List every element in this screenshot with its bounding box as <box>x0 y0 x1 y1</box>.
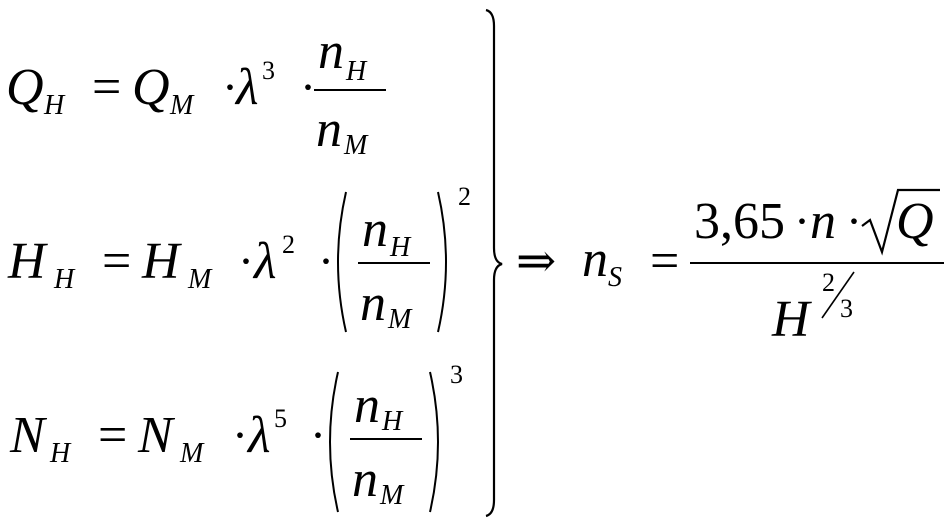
multiplication-dot: · <box>238 235 254 288</box>
multiplication-dot: · <box>222 61 238 114</box>
denominator-variable: n <box>352 451 378 508</box>
equals-sign: = <box>92 59 122 116</box>
rhs-subscript: M <box>170 90 194 121</box>
denominator-variable: n <box>316 101 342 158</box>
fraction-bar <box>350 438 422 440</box>
denominator-subscript: M <box>344 130 368 161</box>
denominator-variable: n <box>360 275 386 332</box>
equals-sign: = <box>650 233 680 290</box>
coefficient: 3,65 <box>694 193 785 250</box>
exponent-denominator: 3 <box>840 294 853 323</box>
numerator-subscript: H <box>346 56 367 87</box>
multiplication-dot: · <box>794 195 810 248</box>
lhs-variable: Q <box>6 59 44 116</box>
fraction-bar <box>690 262 944 264</box>
right-paren-row2 <box>437 191 447 333</box>
numerator-variable: n <box>318 23 344 80</box>
outer-exponent: 3 <box>450 360 463 389</box>
multiplication-dot: · <box>310 409 326 462</box>
numerator-variable: n <box>362 201 388 258</box>
rhs-subscript: M <box>180 438 204 469</box>
lhs-variable: H <box>8 233 46 290</box>
lambda-exponent: 2 <box>282 230 295 259</box>
numerator-subscript: H <box>390 232 411 263</box>
equals-sign: = <box>102 233 132 290</box>
lhs-subscript: H <box>50 438 71 469</box>
numerator-subscript: H <box>382 406 403 437</box>
multiplication-dot: · <box>232 409 248 462</box>
outer-exponent: 2 <box>458 182 471 211</box>
lambda-exponent: 3 <box>262 56 275 85</box>
multiplication-dot: · <box>318 235 334 288</box>
rhs-variable: H <box>142 233 180 290</box>
head-variable: H <box>772 291 810 348</box>
lhs-subscript: H <box>54 264 75 295</box>
left-paren-row2 <box>337 191 347 333</box>
denominator-subscript: M <box>380 480 404 511</box>
radical-sign <box>861 188 940 256</box>
exponent-slash <box>821 271 855 319</box>
lambda-symbol: λ <box>236 59 259 116</box>
fraction-bar <box>314 89 386 91</box>
lhs-subscript: H <box>44 90 65 121</box>
rhs-variable: Q <box>132 59 170 116</box>
multiplication-dot: · <box>846 195 862 248</box>
lambda-symbol: λ <box>248 407 271 464</box>
rotation-speed-variable: n <box>810 193 836 250</box>
fraction-bar <box>358 262 430 264</box>
right-brace <box>485 8 503 518</box>
left-paren-row3 <box>329 371 339 513</box>
specific-speed-subscript: S <box>608 262 622 293</box>
specific-speed-variable: n <box>582 231 608 288</box>
rhs-subscript: M <box>188 264 212 295</box>
lambda-symbol: λ <box>254 233 277 290</box>
equals-sign: = <box>98 407 128 464</box>
flow-rate-variable: Q <box>896 193 934 250</box>
denominator-subscript: M <box>388 304 412 335</box>
multiplication-dot: · <box>300 61 316 114</box>
right-paren-row3 <box>429 371 439 513</box>
lhs-variable: N <box>10 407 45 464</box>
lambda-exponent: 5 <box>274 404 287 433</box>
implies-arrow: ⇒ <box>516 235 557 288</box>
exponent-numerator: 2 <box>822 268 835 297</box>
rhs-variable: N <box>138 407 173 464</box>
numerator-variable: n <box>354 377 380 434</box>
